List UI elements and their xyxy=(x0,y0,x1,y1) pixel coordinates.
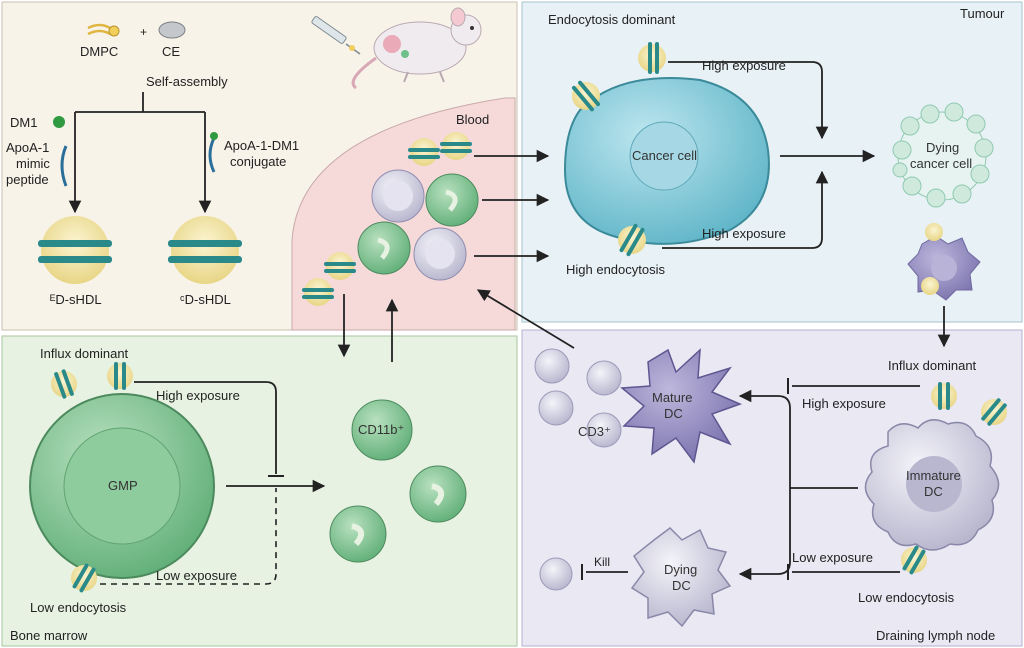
ln-low-endocytosis-label: Low endocytosis xyxy=(858,590,955,605)
dying-dc-line1: Dying xyxy=(664,562,697,577)
inhibit-line-high-exposure xyxy=(134,381,277,474)
dying-dc-icon xyxy=(630,527,732,628)
dm1-label: DM1 xyxy=(10,115,37,130)
immature-dc-line1: Immature xyxy=(906,468,961,483)
endocytosis-dominant-label: Endocytosis dominant xyxy=(548,12,676,27)
bm-high-exposure-label: High exposure xyxy=(156,388,240,403)
gmp-nucleus-icon xyxy=(63,427,181,545)
self-assembly-label: Self-assembly xyxy=(146,74,228,89)
dying-dc-line2: DC xyxy=(672,578,691,593)
blood-label: Blood xyxy=(456,112,489,127)
conjugate-icon xyxy=(208,137,216,173)
ln-influx-dominant-label: Influx dominant xyxy=(888,358,977,373)
bm-influx-dominant-label: Influx dominant xyxy=(40,346,129,361)
cd-shdl-label: ᶜD-sHDL xyxy=(180,292,231,307)
tumour-high-exposure-bottom: High exposure xyxy=(702,226,786,241)
peptide-icon xyxy=(60,145,68,187)
conjugate-dm1-icon xyxy=(210,132,218,140)
blood-cells-icon xyxy=(357,169,479,281)
tumour-dc-icon xyxy=(907,223,981,301)
blood-shdl-particle-icon xyxy=(302,132,472,306)
arrow-high-exposure-top xyxy=(668,61,829,140)
bm-low-exposure-label: Low exposure xyxy=(156,568,237,583)
mature-dc-line1: Mature xyxy=(652,390,692,405)
conjugate-line1: ApoA-1-DM1 xyxy=(224,138,299,153)
syringe-icon xyxy=(311,16,361,55)
dmpc-icon xyxy=(87,23,120,37)
dm1-dot-icon xyxy=(53,116,65,128)
ln-shdl-particle-icon xyxy=(901,382,1007,575)
bone-marrow-label: Bone marrow xyxy=(10,628,88,643)
arrow-to-mature-dc xyxy=(738,389,791,488)
ce-icon xyxy=(158,21,186,39)
tumour-high-exposure-top: High exposure xyxy=(702,58,786,73)
apoa1-line1: ApoA-1 xyxy=(6,140,49,155)
dying-cancer-line2: cancer cell xyxy=(910,156,972,171)
killed-t-cell-icon xyxy=(539,557,573,591)
dying-cancer-line1: Dying xyxy=(926,140,959,155)
ce-label: CE xyxy=(162,44,180,59)
cd-shdl-particle-icon xyxy=(168,216,242,284)
dashed-low-exposure-line xyxy=(100,488,277,585)
bm-shdl-particle-icon xyxy=(51,362,133,593)
cd11b-cells-icon xyxy=(329,399,467,563)
cd3-label: CD3⁺ xyxy=(578,424,611,439)
tumour-label: Tumour xyxy=(960,6,1005,21)
ln-low-exposure-label: Low exposure xyxy=(792,550,873,565)
tumour-shdl-particle-icon xyxy=(571,42,666,257)
cancer-cell-label: Cancer cell xyxy=(632,148,697,163)
kill-label: Kill xyxy=(594,555,610,569)
high-endocytosis-label: High endocytosis xyxy=(566,262,665,277)
conjugate-line2: conjugate xyxy=(230,154,286,169)
mouse-icon xyxy=(351,7,482,90)
lymph-node-label: Draining lymph node xyxy=(876,628,995,643)
plus-sign: + xyxy=(140,25,147,39)
cd3-cells-icon xyxy=(534,348,622,448)
bm-low-endocytosis-label: Low endocytosis xyxy=(30,600,127,615)
mature-dc-icon xyxy=(620,348,743,464)
apoa1-line3: peptide xyxy=(6,172,49,187)
immature-dc-nucleus-icon xyxy=(906,456,962,512)
ed-shdl-label: ᴱD-sHDL xyxy=(50,292,102,307)
ln-high-exposure-label: High exposure xyxy=(802,396,886,411)
arrow-high-exposure-bottom xyxy=(662,170,829,249)
immature-dc-line2: DC xyxy=(924,484,943,499)
dying-cancer-cell-icon xyxy=(892,102,994,208)
gmp-label: GMP xyxy=(108,478,138,493)
apoa1-line2: mimic xyxy=(16,156,50,171)
cd11b-label: CD11b⁺ xyxy=(358,422,404,437)
arrow-lymph-to-blood xyxy=(476,289,575,349)
ed-shdl-particle-icon xyxy=(38,216,112,284)
dmpc-label: DMPC xyxy=(80,44,118,59)
cancer-nucleus-icon xyxy=(629,121,699,191)
mature-dc-line2: DC xyxy=(664,406,683,421)
